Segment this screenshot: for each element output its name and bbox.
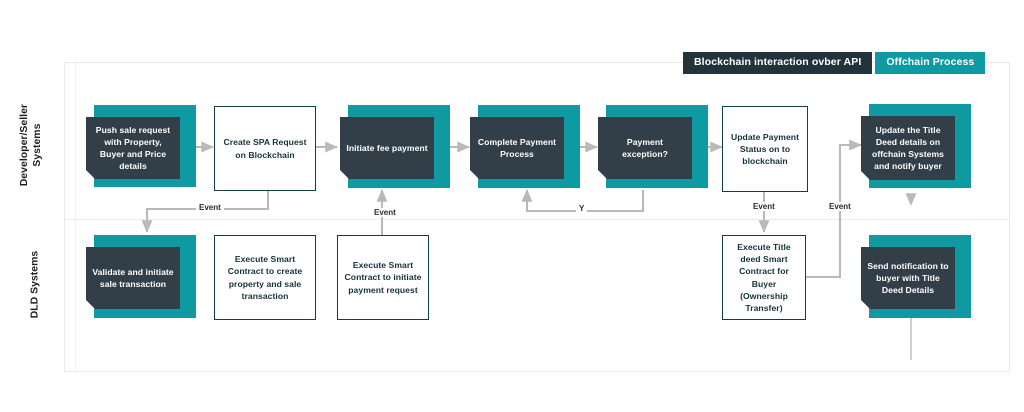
node-execute-title-deed-contract[interactable]: Execute Title deed Smart Contract for Bu… [722, 235, 806, 320]
node-execute-initiate-payment-contract[interactable]: Execute Smart Contract to initiate payme… [337, 235, 429, 320]
node-send-notification[interactable]: Send notification to buyer with Title De… [861, 235, 971, 320]
node-card: Complete Payment Process [470, 117, 564, 179]
node-label: Update the Title Deed details on offchai… [872, 124, 944, 172]
node-card: Initiate fee payment [340, 117, 434, 179]
node-label: Push sale request with Property, Buyer a… [95, 124, 171, 172]
wire-label-event-3: Event [750, 202, 778, 211]
node-validate-initiate-sale[interactable]: Validate and initiate sale transaction [86, 235, 196, 320]
node-update-title-deed-offchain[interactable]: Update the Title Deed details on offchai… [861, 104, 971, 190]
node-update-payment-status[interactable]: Update Payment Status on to blockchain [722, 106, 808, 192]
node-label: Execute Smart Contract to create propert… [227, 254, 303, 301]
legend: Blockchain interaction ovber API Offchai… [683, 52, 986, 74]
node-card: Execute Smart Contract to initiate payme… [337, 235, 429, 320]
node-label: Validate and initiate sale transaction [92, 266, 174, 289]
node-push-sale-request[interactable]: Push sale request with Property, Buyer a… [86, 105, 196, 189]
node-initiate-fee-payment[interactable]: Initiate fee payment [340, 105, 450, 190]
lane-label-separator [75, 63, 76, 373]
node-card: Push sale request with Property, Buyer a… [86, 117, 180, 179]
node-label: Update Payment Status on to blockchain [730, 131, 800, 167]
legend-item-offchain: Offchain Process [875, 52, 986, 74]
node-label: Complete Payment Process [477, 136, 557, 159]
wire-label-event-1: Event [196, 203, 224, 212]
wire-label-event-4: Event [826, 202, 854, 211]
node-label: Payment exception? [622, 136, 668, 159]
lane-label-dld-systems: DLD Systems [28, 250, 41, 319]
node-label: Initiate fee payment [346, 142, 428, 153]
node-execute-create-property-contract[interactable]: Execute Smart Contract to create propert… [214, 235, 316, 320]
node-card: Update the Title Deed details on offchai… [861, 116, 955, 180]
node-payment-exception[interactable]: Payment exception? [598, 105, 708, 190]
node-card: Execute Title deed Smart Contract for Bu… [722, 235, 806, 320]
node-card: Create SPA Request on Blockchain [214, 106, 316, 191]
wire-label-event-2: Event [371, 208, 399, 217]
node-card: Payment exception? [598, 117, 692, 179]
node-card: Validate and initiate sale transaction [86, 247, 180, 309]
node-label: Create SPA Request on Blockchain [223, 137, 307, 160]
node-card: Update Payment Status on to blockchain [722, 106, 808, 192]
node-create-spa-request[interactable]: Create SPA Request on Blockchain [214, 106, 316, 191]
lane-divider [65, 219, 1011, 220]
node-label: Execute Smart Contract to initiate payme… [344, 260, 422, 295]
node-label: Execute Title deed Smart Contract for Bu… [737, 241, 791, 313]
node-card: Execute Smart Contract to create propert… [214, 235, 316, 320]
node-card: Send notification to buyer with Title De… [861, 247, 955, 309]
wire-label-exception-yes: Y [576, 204, 588, 213]
node-complete-payment-process[interactable]: Complete Payment Process [470, 105, 580, 190]
legend-item-blockchain: Blockchain interaction ovber API [683, 52, 873, 74]
lane-label-developer-seller-systems: Developer/Seller Systems [17, 103, 43, 187]
node-label: Send notification to buyer with Title De… [867, 260, 949, 296]
